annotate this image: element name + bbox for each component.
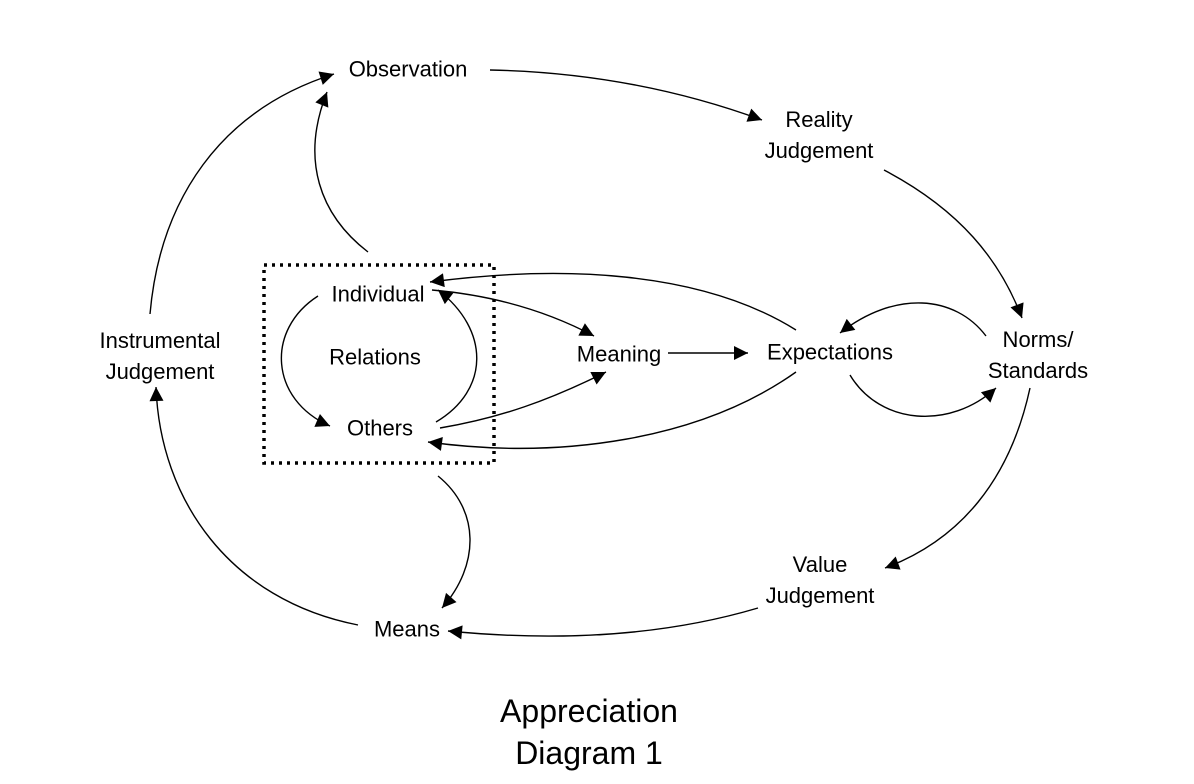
diagram-title-line1: Appreciation (500, 693, 678, 729)
edge-others-to-means (437, 475, 471, 609)
node-expectations: Expectations (767, 337, 893, 368)
node-means: Means (374, 614, 440, 645)
node-norms-standards-line2: Standards (987, 358, 1089, 383)
node-relations: Relations (329, 342, 421, 373)
edge-observation-to-reality (489, 69, 763, 122)
node-others-text: Others (346, 415, 414, 441)
node-individual-text: Individual (331, 281, 425, 307)
node-means-text: Means (373, 616, 441, 642)
node-individual: Individual (332, 279, 425, 310)
node-expectations-text: Expectations (767, 339, 893, 365)
edge-individual-to-others (280, 295, 331, 427)
node-value-judgement-line1: Value (792, 552, 848, 577)
node-observation-text: Observation (348, 56, 468, 82)
relations-box (262, 263, 496, 465)
edge-relations-to-observation (314, 91, 369, 253)
node-instrumental-judgement-line1: Instrumental (99, 328, 221, 353)
node-reality-judgement-line2: Judgement (764, 138, 874, 163)
diagram-title: Appreciation Diagram 1 (500, 690, 678, 774)
node-value-judgement-line2: Judgement (765, 583, 875, 608)
edge-instrumental-to-observation (149, 71, 335, 315)
node-reality-judgement-line1: Reality (785, 107, 853, 132)
edge-individual-to-meaning (431, 289, 595, 337)
node-reality-judgement: Reality Judgement (765, 104, 874, 166)
node-instrumental-judgement-line2: Judgement (105, 359, 215, 384)
edge-norms-to-value (884, 387, 1031, 570)
edge-means-to-instrumental (149, 386, 359, 626)
node-value-judgement: Value Judgement (766, 549, 875, 611)
edge-value-to-means (447, 607, 759, 640)
edge-reality-to-norms (883, 169, 1024, 319)
node-norms-standards: Norms/ Standards (988, 324, 1088, 386)
edge-norms-to-expectations (839, 302, 987, 337)
node-relations-text: Relations (329, 344, 421, 370)
edge-expectations-to-others (427, 371, 797, 451)
edge-others-to-individual (435, 289, 478, 423)
edge-others-to-meaning (439, 371, 607, 429)
edge-expectations-to-individual (429, 272, 797, 331)
node-observation: Observation (349, 54, 468, 85)
edge-expectations-to-norms (849, 374, 997, 417)
node-norms-standards-line1: Norms/ (1002, 327, 1074, 352)
diagram-title-line2: Diagram 1 (515, 735, 663, 771)
node-others: Others (347, 413, 413, 444)
node-meaning-text: Meaning (576, 341, 662, 367)
node-meaning: Meaning (577, 339, 661, 370)
node-instrumental-judgement: Instrumental Judgement (99, 325, 220, 387)
